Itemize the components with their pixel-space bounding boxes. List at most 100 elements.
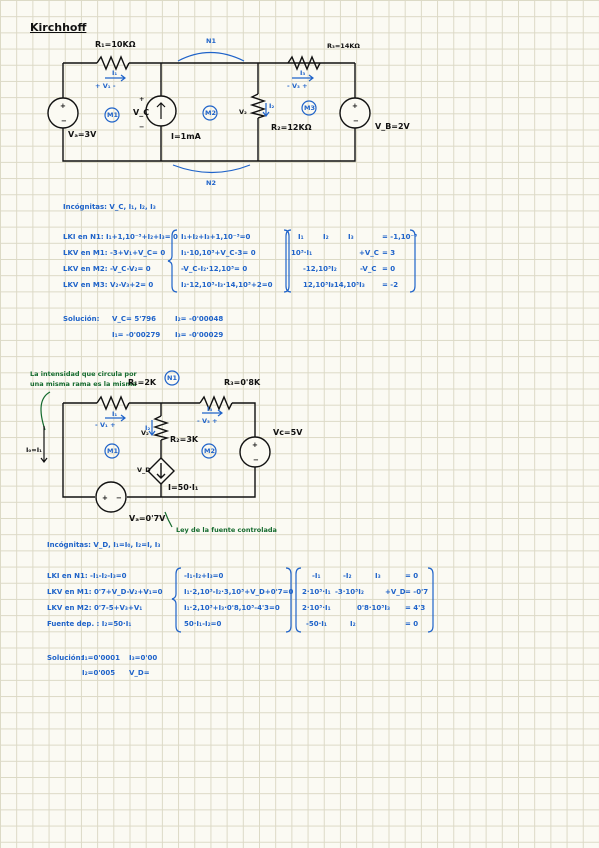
c1-eq-3: LKV en M2: -V_C-V₂= 0 bbox=[63, 265, 151, 273]
c1-m-2-1: -12,10³I₂ bbox=[303, 265, 337, 273]
c2-r1-label: R₁=2K bbox=[128, 378, 157, 387]
c2-eq-1: LKI en N1: -I₁-I₂-I₃=0 bbox=[47, 572, 127, 580]
v3-label: - V₃ + bbox=[287, 82, 308, 90]
c2-vc-label: Vc=5V bbox=[273, 428, 303, 437]
c1-sub-1: I₁+I₂+I₃+1,10⁻³=0 bbox=[181, 233, 251, 241]
c1-m-0-1: I₂ bbox=[323, 233, 329, 241]
c2-m-2-2: 0'8·10³I₃ bbox=[357, 604, 391, 612]
c1-m-3-1: 12,10³I₂ bbox=[303, 281, 334, 289]
c2-v1-label: - V₁ + bbox=[95, 421, 116, 429]
c2-eq-4: Fuente dep. : I₂=50·I₁ bbox=[47, 620, 132, 628]
c2-eq-2: LKV en M1: 0'7+V_D-V₂+V₁=0 bbox=[47, 588, 163, 596]
r3-label: R₃=14KΩ bbox=[327, 42, 360, 50]
c1-unknowns: Incógnitas: V_C, I₁, I₂, I₃ bbox=[63, 203, 156, 211]
c1-sol-i2: I₂= -0'00048 bbox=[175, 315, 224, 323]
c2-i1-label: I₁ bbox=[112, 410, 118, 418]
c2-i0-label: I₀=I₁ bbox=[26, 446, 42, 454]
c2-m-3-3: = 0 bbox=[405, 620, 419, 628]
vc-label: V_C bbox=[133, 108, 150, 117]
c2-va-label: Vₐ=0'7V bbox=[129, 514, 166, 523]
c2-eq-3: LKV en M2: 0'7-5+V₃+V₁ bbox=[47, 604, 143, 612]
c1-eq-2: LKV en M1: -3+V₁+V_C= 0 bbox=[63, 249, 166, 257]
c2-sol-i1: I₁=0'0001 bbox=[82, 654, 121, 662]
node-n2-label: N2 bbox=[206, 179, 216, 187]
c2-m-0-1: -I₂ bbox=[343, 572, 352, 580]
c2-i2-label: I₂ bbox=[145, 424, 151, 432]
c1-m-2-3: = 0 bbox=[382, 265, 396, 273]
c2-vd-label: V_D bbox=[137, 466, 151, 474]
c2-v3-label: - V₃ + bbox=[197, 417, 218, 425]
c1-sub-2: I₁·10,10³+V_C-3= 0 bbox=[181, 249, 256, 257]
c2-m-3-1: I₂ bbox=[350, 620, 356, 628]
c1-m-2-2: -V_C bbox=[360, 265, 377, 273]
c1-m-1-0: 10³·I₁ bbox=[291, 249, 313, 257]
v1-label: + V₁ - bbox=[95, 82, 116, 90]
c1-m-1-3: = 3 bbox=[382, 249, 396, 257]
r1-label: R₁=10KΩ bbox=[95, 40, 136, 49]
c1-sol-i3: I₃= -0'00029 bbox=[175, 331, 224, 339]
c2-mesh-m1: M1 bbox=[107, 447, 118, 455]
c2-i3-label: I₃ bbox=[207, 405, 213, 413]
c2-r2-label: R₂=3K bbox=[170, 435, 199, 444]
c1-solution-label: Solución: bbox=[63, 315, 100, 323]
vb-label: V_B=2V bbox=[375, 122, 410, 131]
c2-sub-4: 50·I₁-I₂=0 bbox=[184, 620, 222, 628]
c1-sol-i1: I₁= -0'00279 bbox=[112, 331, 161, 339]
vc-minus: − bbox=[139, 123, 145, 131]
c1-m-3-2: -14,10³I₃ bbox=[331, 281, 365, 289]
c2-sub-2: I₁·2,10³-I₂·3,10³+V_D+0'7=0 bbox=[184, 588, 294, 596]
c2-v2-label: V₂ bbox=[141, 429, 149, 437]
svg-text:−: − bbox=[253, 456, 259, 464]
mesh-m1-label: M1 bbox=[107, 111, 118, 119]
c2-solution-label: Solución: bbox=[47, 654, 84, 662]
c2-sub-1: -I₁-I₂+I₃=0 bbox=[184, 572, 224, 580]
svg-text:−: − bbox=[116, 494, 122, 502]
c2-sol-vd: V_D= bbox=[129, 669, 150, 677]
i2-label: I₂ bbox=[269, 102, 275, 110]
svg-text:−: − bbox=[61, 117, 67, 125]
c2-m-3-0: -50·I₁ bbox=[306, 620, 327, 628]
current-source-label: I=1mA bbox=[171, 132, 201, 141]
c1-m-0-3: = -1,10⁻³ bbox=[382, 233, 418, 241]
vc-plus: + bbox=[139, 95, 145, 103]
source-va-icon bbox=[47, 97, 79, 129]
c2-m-2-0: 2·10³·I₁ bbox=[302, 604, 331, 612]
c2-m-0-2: I₃ bbox=[375, 572, 381, 580]
svg-text:+: + bbox=[102, 494, 108, 502]
c2-m-1-1: -3·10³I₂ bbox=[335, 588, 364, 596]
svg-text:+: + bbox=[60, 102, 66, 110]
source-vb-icon bbox=[339, 97, 371, 129]
c2-sol-i2: I₂=0'005 bbox=[82, 669, 116, 677]
c1-m-3-3: = -2 bbox=[382, 281, 399, 289]
c2-note: La intensidad que circula por una misma … bbox=[30, 370, 137, 389]
c1-eq-1: LKI en N1: I₁+1,10⁻³+I₂+I₃= 0 bbox=[63, 233, 178, 241]
c1-sol-vc: V_C= 5'796 bbox=[112, 315, 156, 323]
i3-label: I₃ bbox=[300, 69, 306, 77]
c2-dep-note: Ley de la fuente controlada bbox=[176, 526, 277, 534]
page-title: Kirchhoff bbox=[30, 21, 87, 34]
c1-m-1-2: +V_C bbox=[359, 249, 379, 257]
c2-m-1-3: = -0'7 bbox=[405, 588, 429, 596]
source-va2-icon bbox=[95, 481, 127, 513]
c2-m-0-0: -I₁ bbox=[312, 572, 321, 580]
c2-m-1-0: 2·10³·I₁ bbox=[302, 588, 331, 596]
svg-text:+: + bbox=[252, 441, 258, 449]
c2-sub-3: I₁·2,10³+I₃·0'8,10³-4'3=0 bbox=[184, 604, 280, 612]
svg-text:−: − bbox=[353, 117, 359, 125]
i1-label: I₁ bbox=[112, 69, 118, 77]
mesh-m2-label: M2 bbox=[205, 109, 216, 117]
c2-r3-label: R₃=0'8K bbox=[224, 378, 261, 387]
c2-dep-source-label: I=50·I₁ bbox=[168, 483, 199, 492]
c2-node-n1: N1 bbox=[167, 374, 177, 382]
v2-label: V₂ bbox=[239, 108, 247, 116]
mesh-m3-label: M3 bbox=[304, 104, 315, 112]
r2-label: R₂=12KΩ bbox=[271, 123, 312, 132]
c1-m-0-0: I₁ bbox=[298, 233, 304, 241]
c2-unknowns: Incógnitas: V_D, I₁=I₀, I₂=I, I₃ bbox=[47, 541, 161, 549]
c1-eq-4: LKV en M3: V₂-V₃+2= 0 bbox=[63, 281, 154, 289]
c1-m-0-2: I₃ bbox=[348, 233, 354, 241]
c1-sub-3: -V_C-I₂·12,10³= 0 bbox=[181, 265, 248, 273]
